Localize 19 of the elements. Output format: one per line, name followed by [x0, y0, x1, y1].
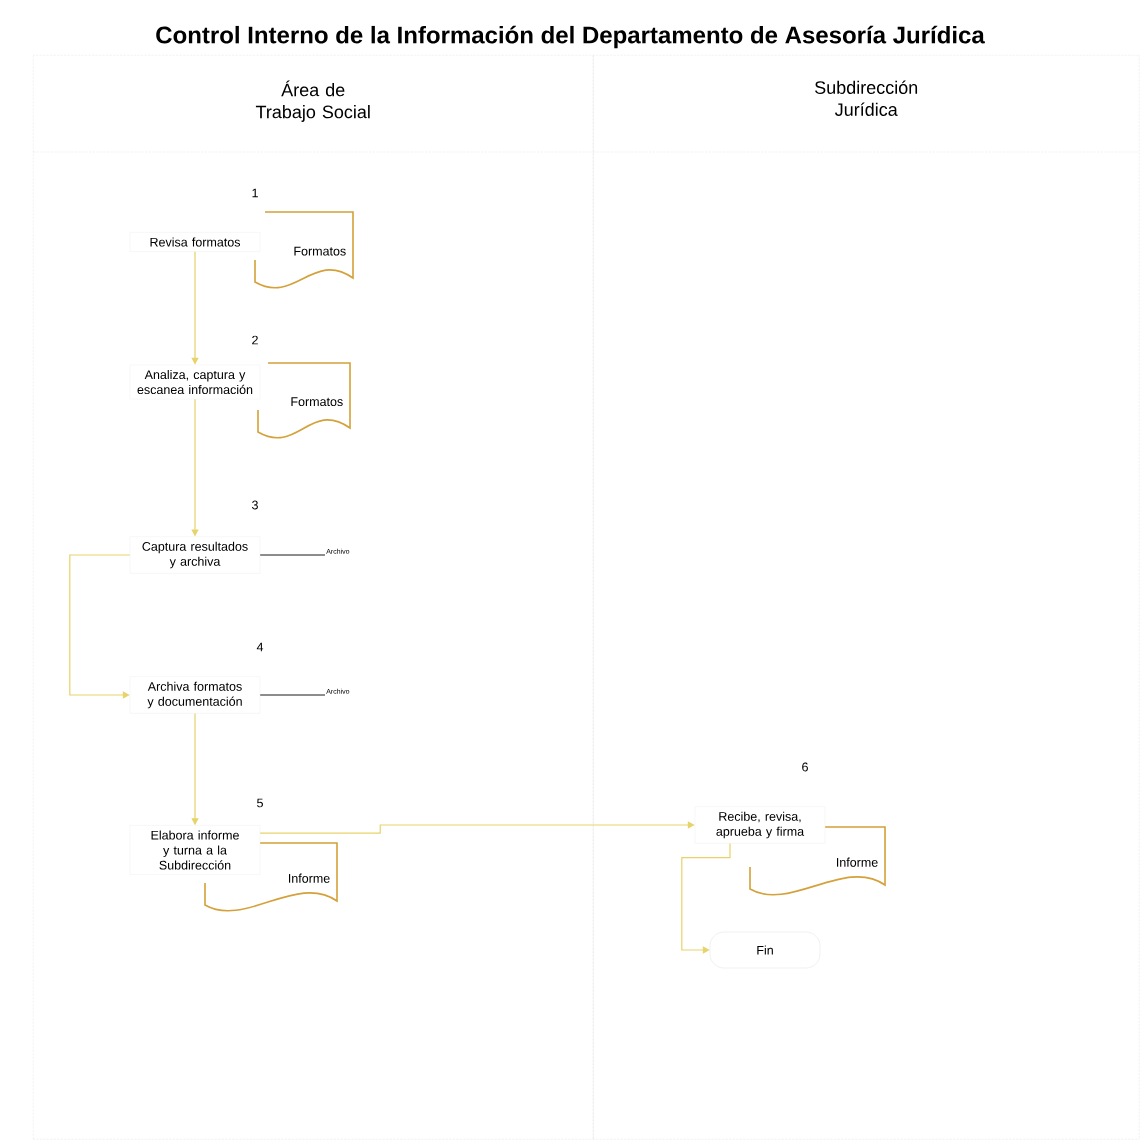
step-number: 4 — [256, 642, 264, 652]
leader-line — [259, 694, 326, 696]
leader-line — [259, 554, 326, 556]
step-number: 2 — [252, 335, 258, 345]
terminal: Fin — [709, 931, 821, 969]
process-box: Revisa formatos — [129, 232, 261, 252]
process-box: Captura resultados y archiva — [129, 536, 261, 574]
arrow — [69, 554, 131, 699]
step-number: 1 — [252, 188, 258, 198]
process-box: Archiva formatos y documentación — [129, 676, 261, 714]
process-box: Elabora informe y turna a la Subdirección — [129, 825, 261, 875]
arrow — [259, 821, 695, 834]
title: Control Interno de la Información del Departamento de Asesoría Jurídica — [156, 25, 985, 49]
step-number: 6 — [802, 762, 808, 772]
process-box: Analiza, captura y escanea información — [129, 364, 261, 400]
process-box: Recibe, revisa, aprueba y firma — [694, 806, 826, 844]
step-number: 3 — [252, 500, 258, 510]
step-number: 5 — [257, 798, 263, 808]
arrow — [681, 842, 731, 954]
